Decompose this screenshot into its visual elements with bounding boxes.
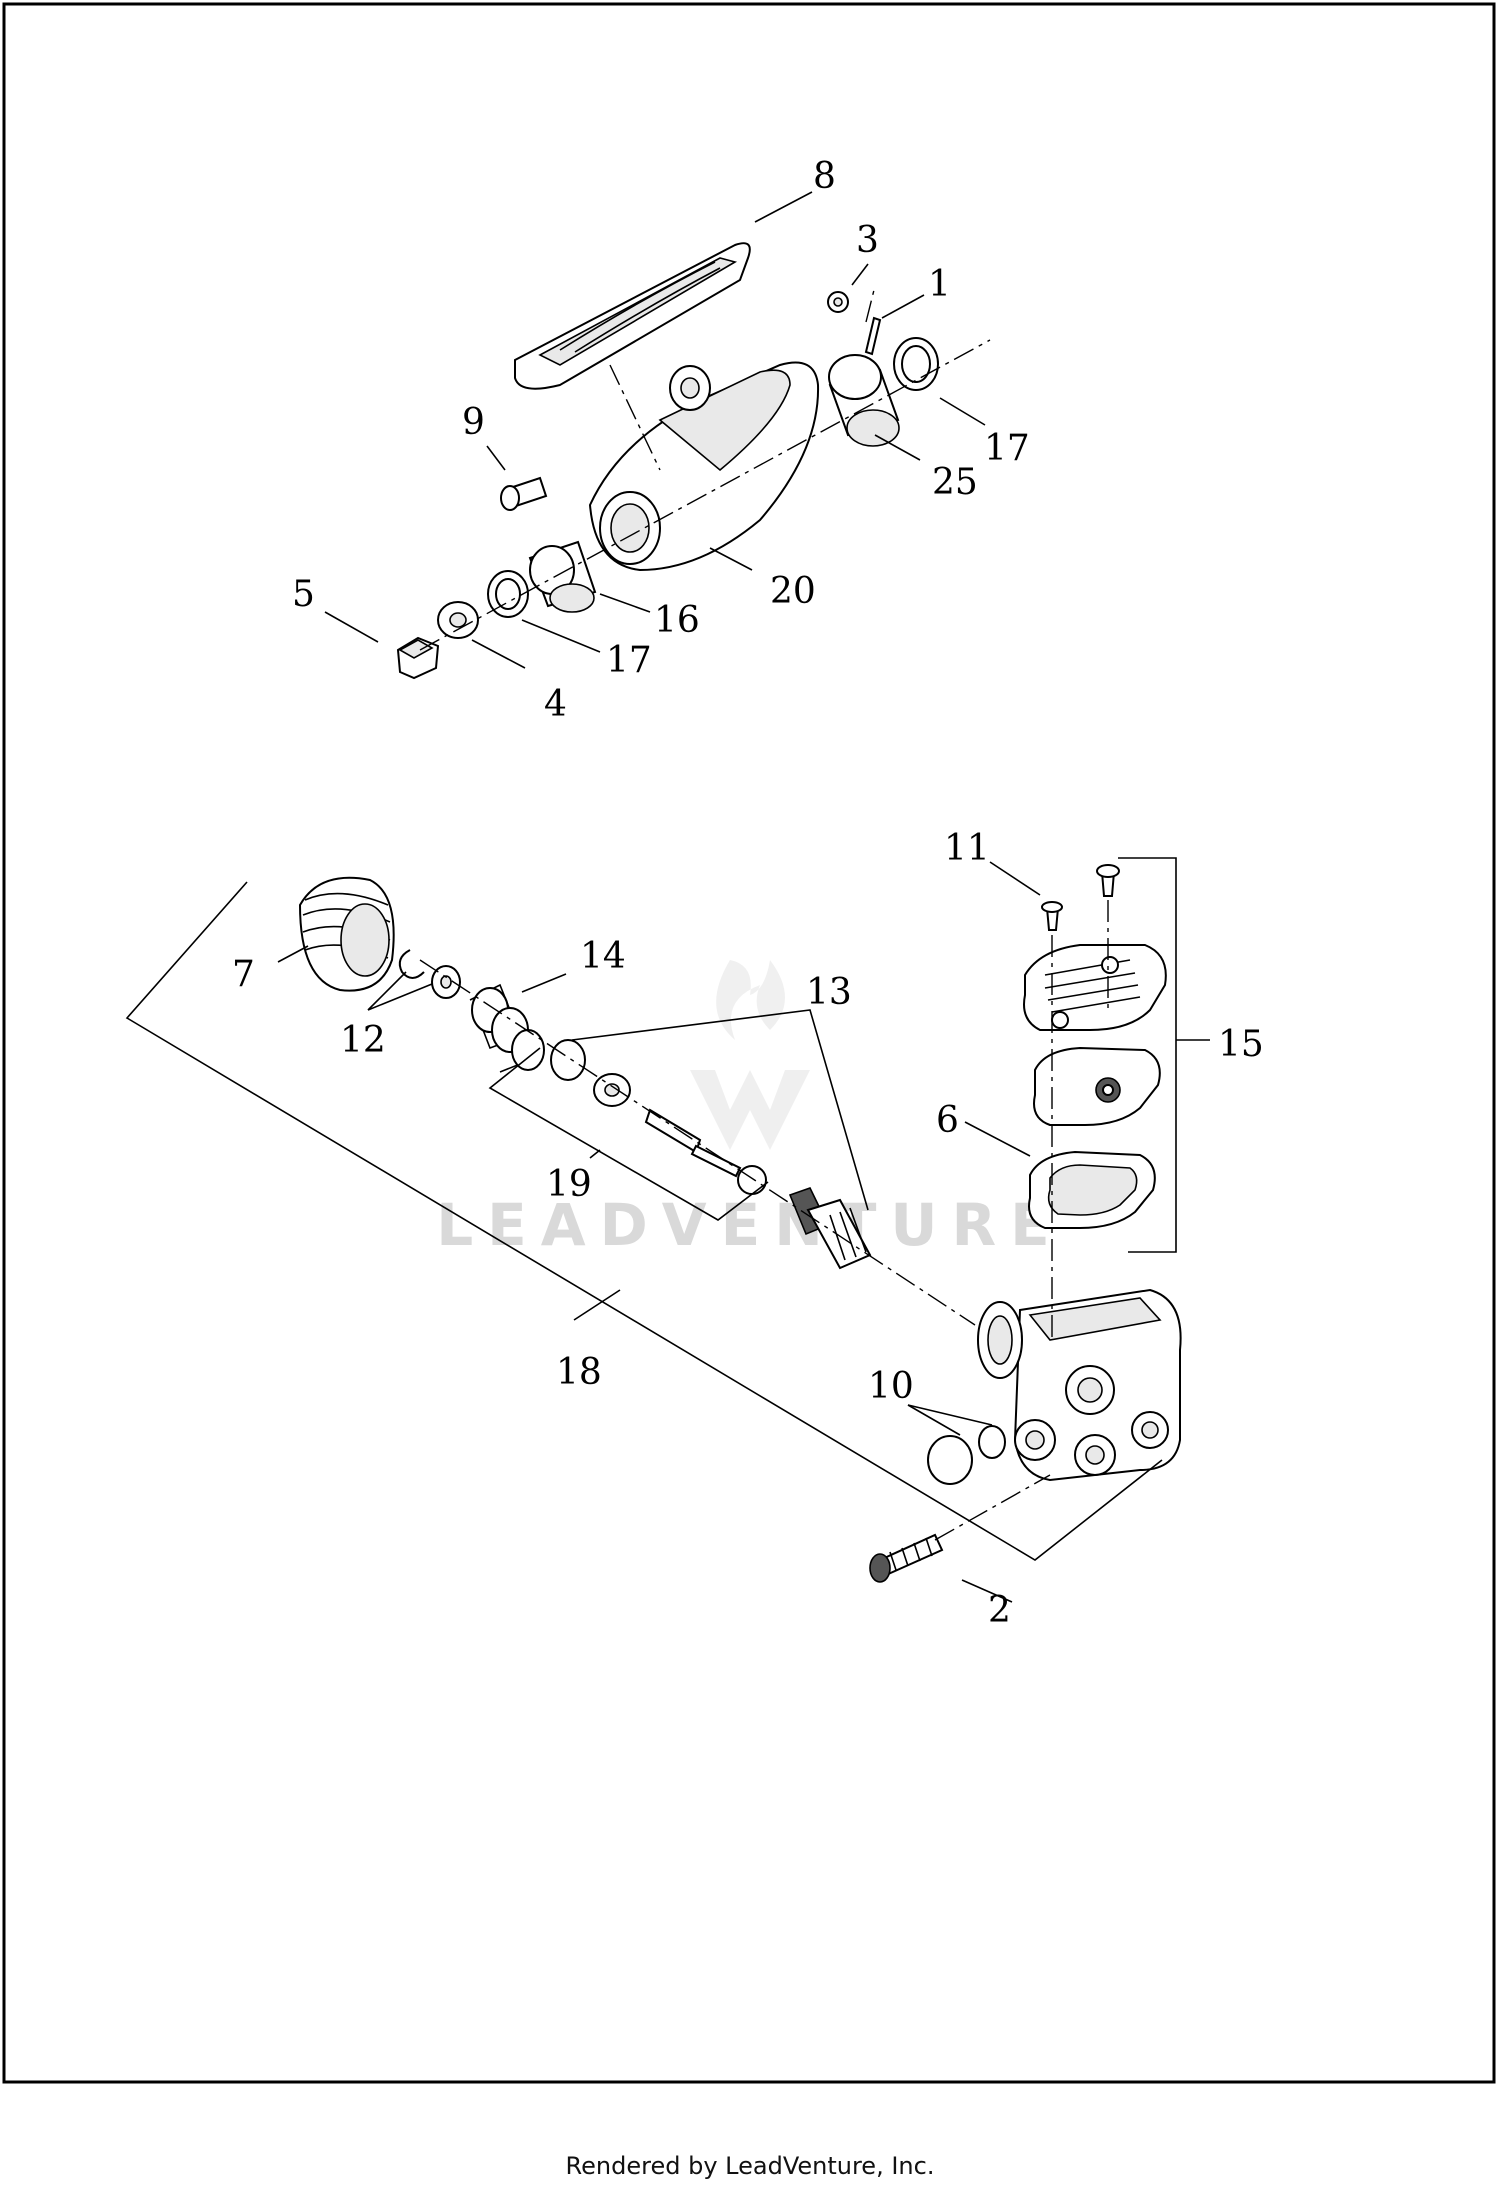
callout-17-top: 17 (984, 428, 1030, 469)
callout-13: 13 (806, 972, 852, 1013)
part-push-rod-19 (644, 1108, 767, 1195)
callout-10: 10 (868, 1366, 914, 1407)
part-master-cylinder-body (977, 1288, 1182, 1482)
part-spring-14 (469, 983, 545, 1073)
part-cover-screw-11-right (1096, 864, 1120, 897)
callout-8: 8 (813, 156, 836, 197)
part-bushing-16 (528, 540, 597, 613)
callout-20: 20 (770, 571, 816, 612)
part-washer-3 (827, 291, 849, 313)
bracket-19 (488, 1047, 769, 1221)
part-nut-5 (396, 636, 440, 680)
callout-9: 9 (462, 402, 485, 443)
part-washer-4 (437, 601, 479, 639)
callout-1: 1 (928, 264, 951, 305)
part-cap-10 (927, 1425, 1006, 1485)
part-washer-17-lower (487, 570, 529, 618)
callout-17-lower: 17 (606, 640, 652, 681)
callout-7: 7 (232, 954, 255, 995)
part-pedal-pad (514, 242, 751, 390)
bracket-18 (125, 881, 1163, 1561)
callout-6: 6 (936, 1100, 959, 1141)
part-washer-rod (593, 1073, 631, 1107)
footer-credit: Rendered by LeadVenture, Inc. (565, 2152, 935, 2180)
part-pivot-pin-9 (500, 476, 548, 511)
callout-4: 4 (544, 684, 567, 725)
part-reservoir-cover (1023, 944, 1167, 1031)
callout-2: 2 (988, 1590, 1011, 1631)
part-pedal-arm (588, 361, 820, 572)
callout-5: 5 (292, 574, 315, 615)
callout-11: 11 (944, 828, 990, 869)
part-retaining-ring-12 (398, 949, 461, 999)
diagram-border (2, 2, 1496, 2084)
part-cotter-pin-1 (864, 316, 882, 356)
part-bushing-25 (828, 354, 900, 447)
watermark-logo (690, 960, 810, 1150)
callout-19: 19 (546, 1164, 592, 1205)
bracket-15 (1118, 857, 1177, 1253)
part-diaphragm-plate (1033, 1046, 1161, 1126)
callout-25: 25 (932, 462, 978, 503)
callout-12: 12 (340, 1020, 386, 1061)
callout-14: 14 (580, 936, 626, 977)
watermark-text: LEADVENTURE (436, 1191, 1064, 1259)
callout-18: 18 (556, 1352, 602, 1393)
part-screw-2 (869, 1533, 944, 1583)
part-washer-17-top (893, 337, 939, 391)
callout-15: 15 (1218, 1024, 1264, 1065)
callout-3: 3 (856, 220, 879, 261)
part-boot-7 (298, 876, 395, 992)
part-cover-screw-11-left (1041, 901, 1063, 931)
part-gasket-6 (1028, 1150, 1156, 1229)
callout-16: 16 (654, 600, 700, 641)
part-retaining-ring-13 (550, 1039, 586, 1081)
